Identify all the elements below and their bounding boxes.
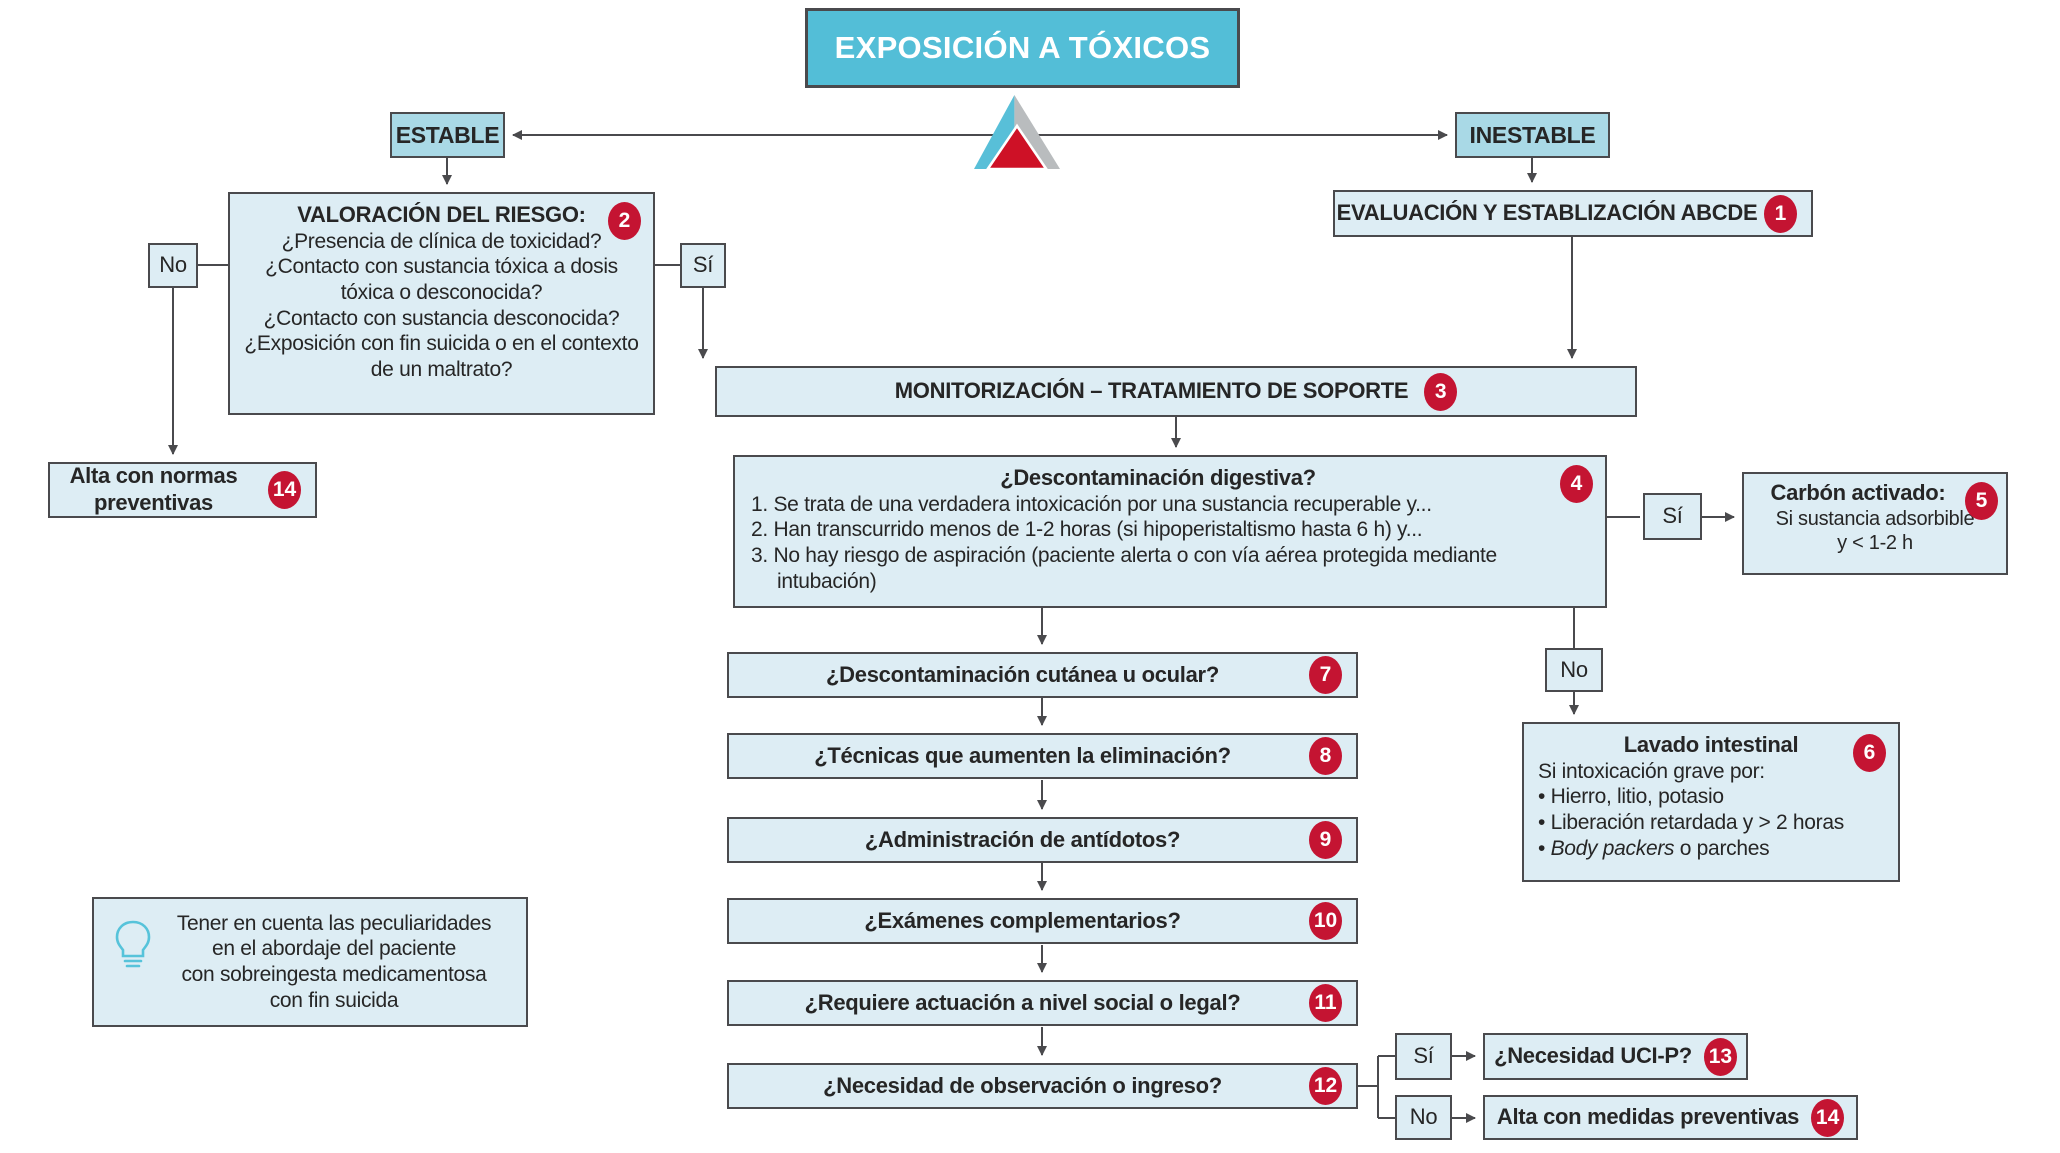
yes-label: Sí [1662,503,1683,529]
flow-box-3: MONITORIZACIÓN – TRATAMIENTO DE SOPORTE … [715,366,1637,417]
connector-yes-risk: Sí [680,243,726,288]
note-line: en el abordaje del paciente [211,937,457,961]
risk-question: ¿Contacto con sustancia tóxica a dosis t… [265,255,618,305]
step-badge-8: 8 [1309,737,1342,775]
digestive-criteria: 1. Se trata de una verdadera intoxicació… [751,492,1565,594]
title-box: EXPOSICIÓN A TÓXICOS [805,8,1240,88]
no-label: No [1560,656,1588,682]
lavado-title: Lavado intestinal [1623,732,1799,757]
branch-inestable: INESTABLE [1455,112,1610,158]
flow-box-13: ¿Necesidad UCI-P? 13 [1483,1033,1748,1080]
step-badge-7: 7 [1309,656,1342,694]
digestive-criterion: 1. Se trata de una verdadera intoxicació… [751,492,1432,516]
triangle-logo [974,95,1060,169]
connector-no-digestive: No [1545,648,1603,692]
flow-box-label: ¿Necesidad UCI-P? [1494,1043,1692,1069]
step-badge-2: 2 [608,202,641,240]
carbon-body: Si sustancia adsorbible y < 1-2 h [1775,507,1975,555]
flow-box-label: ¿Necesidad de observación o ingreso? [823,1072,1222,1098]
flow-box-label: Alta con medidas preventivas [1496,1104,1800,1130]
digestive-criterion: 2. Han transcurrido menos de 1-2 horas (… [751,518,1423,542]
page-title: EXPOSICIÓN A TÓXICOS [834,30,1211,66]
flow-box-5: Carbón activado: Si sustancia adsorbible… [1742,472,2008,575]
branch-inestable-label: INESTABLE [1469,121,1596,148]
digestive-title: ¿Descontaminación digestiva? [1000,465,1316,490]
step-badge-1: 1 [1764,194,1797,233]
step-badge-11: 11 [1309,984,1342,1022]
step-badge-13: 13 [1703,1037,1737,1076]
risk-question: ¿Contacto con sustancia desconocida? [263,306,620,330]
note-line: Tener en cuenta las peculiaridades [176,911,492,935]
lavado-bullets: • Hierro, litio, potasio• Liberación ret… [1538,784,1844,861]
lavado-intro: Si intoxicación grave por: [1538,759,1765,783]
connector-no-ingreso: No [1395,1095,1452,1140]
flow-box-label: ¿Requiere actuación a nivel social o leg… [804,989,1241,1015]
flow-box-label: EVALUACIÓN Y ESTABLIZACIÓN ABCDE [1336,200,1758,226]
connector-yes-ingreso: Sí [1395,1033,1452,1080]
step-badge-10: 10 [1309,902,1342,940]
lavado-bullet: • Body packers o parches [1538,836,1770,860]
branch-estable: ESTABLE [390,112,505,158]
flow-box-label: ¿Exámenes complementarios? [864,907,1181,933]
note-line: con fin suicida [269,988,399,1012]
lightbulb-icon [115,920,151,968]
digestive-criterion: 3. No hay riesgo de aspiración (paciente… [751,544,1497,593]
flow-box-14-right: Alta con medidas preventivas 14 [1483,1095,1858,1140]
flow-box-10: ¿Exámenes complementarios? 10 [727,898,1358,944]
flow-box-2: VALORACIÓN DEL RIESGO: ¿Presencia de clí… [228,192,655,415]
flow-box-8: ¿Técnicas que aumenten la eliminación? 8 [727,733,1358,779]
step-badge-5: 5 [1965,482,1998,520]
risk-questions: ¿Presencia de clínica de toxicidad?¿Cont… [242,229,641,383]
yes-label: Sí [1413,1043,1434,1069]
lavado-bullet: • Hierro, litio, potasio [1538,785,1724,809]
connector-yes-digestive: Sí [1643,493,1702,540]
step-badge-12: 12 [1309,1067,1342,1105]
flow-box-6: Lavado intestinal Si intoxicación grave … [1522,722,1900,882]
risk-question: ¿Exposición con fin suicida o en el cont… [244,332,639,381]
flow-box-label: MONITORIZACIÓN – TRATAMIENTO DE SOPORTE [894,378,1409,404]
step-badge-4: 4 [1560,465,1593,503]
risk-question: ¿Presencia de clínica de toxicidad? [281,229,602,253]
lavado-bullet: • Liberación retardada y > 2 horas [1538,811,1844,835]
flow-box-label: ¿Descontaminación cutánea u ocular? [826,661,1219,687]
flow-box-12: ¿Necesidad de observación o ingreso? 12 [727,1063,1358,1109]
flow-box-label: Alta con normas preventivas [69,463,238,515]
yes-label: Sí [692,252,714,278]
flow-box-label: ¿Técnicas que aumenten la eliminación? [814,742,1231,768]
step-badge-14: 14 [268,471,301,509]
step-badge-14: 14 [1811,1098,1845,1137]
flow-box-1: EVALUACIÓN Y ESTABLIZACIÓN ABCDE 1 [1333,190,1813,237]
flow-box-11: ¿Requiere actuación a nivel social o leg… [727,980,1358,1026]
flow-box-label: ¿Administración de antídotos? [864,826,1181,852]
flow-box-4: ¿Descontaminación digestiva? 1. Se trata… [733,455,1607,608]
risk-title: VALORACIÓN DEL RIESGO: [297,202,586,227]
branch-estable-label: ESTABLE [395,121,500,148]
flow-box-9: ¿Administración de antídotos? 9 [727,817,1358,863]
connector-no-risk: No [148,243,198,288]
step-badge-6: 6 [1853,734,1886,772]
note-line: con sobreingesta medicamentosa [181,963,487,986]
no-label: No [1409,1104,1438,1130]
no-label: No [159,252,187,278]
flow-box-7: ¿Descontaminación cutánea u ocular? 7 [727,652,1358,698]
carbon-title: Carbón activado: [1770,480,1946,505]
step-badge-3: 3 [1424,372,1458,411]
flow-box-14-left: Alta con normas preventivas 14 [48,462,317,518]
step-badge-9: 9 [1309,821,1342,859]
